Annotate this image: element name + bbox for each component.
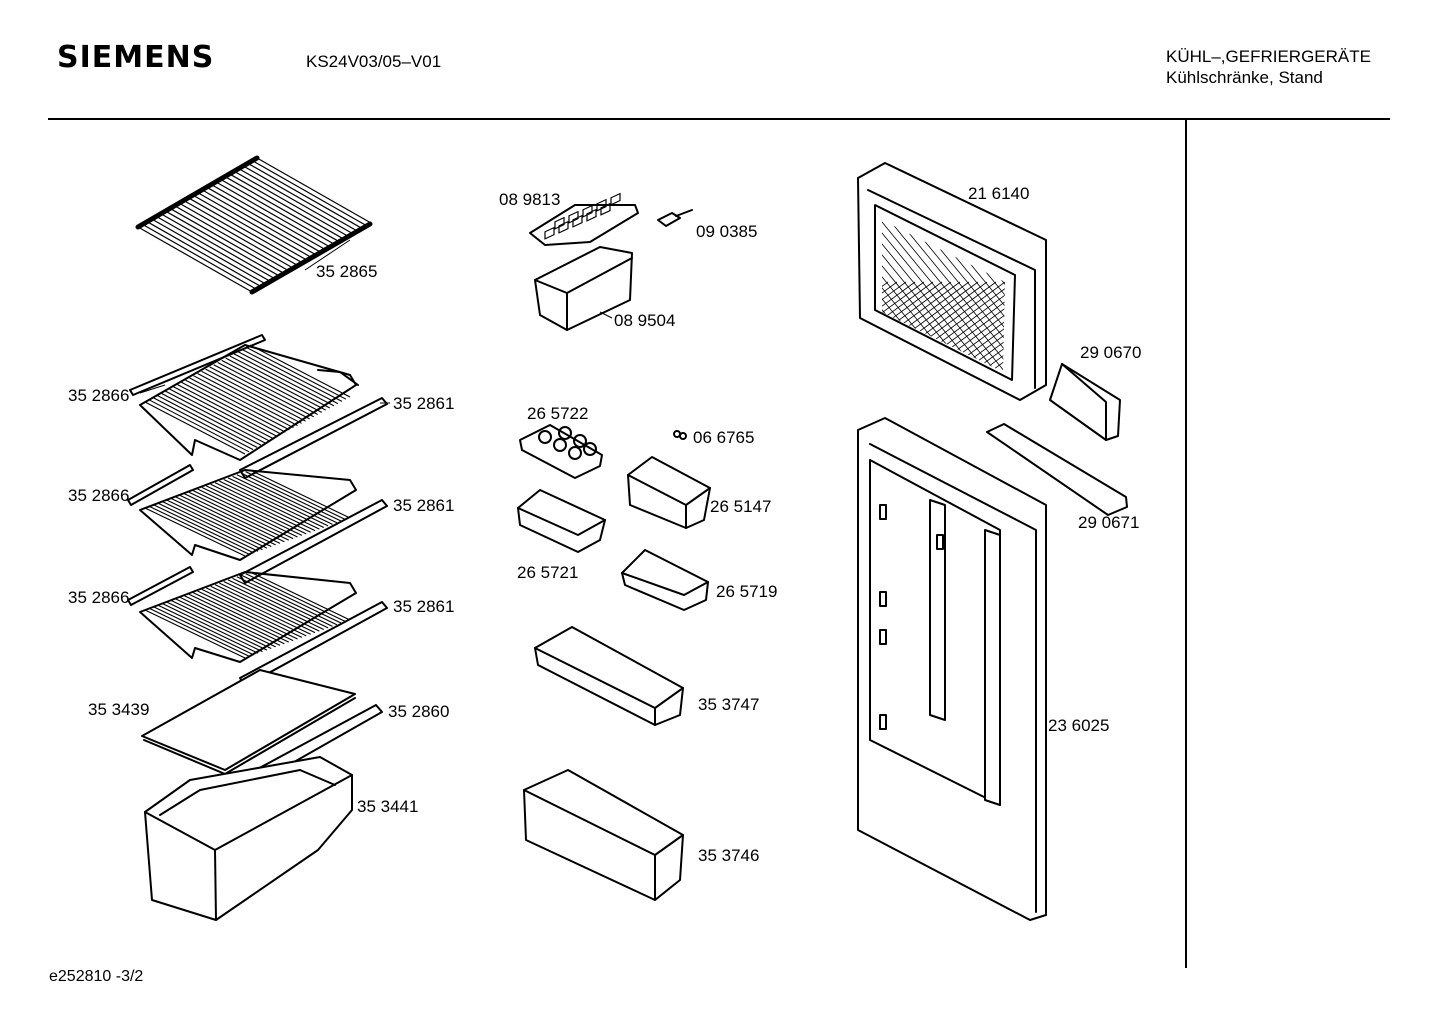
part-label-236025: 23 6025 [1048, 716, 1110, 735]
part-label-352866-middle: 35 2866 [68, 486, 130, 505]
part-label-352861-bottom: 35 2861 [393, 597, 455, 616]
egg-tray-265722 [519, 424, 603, 479]
part-label-352860: 35 2860 [388, 702, 450, 721]
trim-cover-290671 [986, 423, 1128, 516]
part-label-352866-top: 35 2866 [68, 386, 130, 405]
part-label-089813: 08 9813 [499, 190, 561, 209]
part-label-353746: 35 3746 [698, 846, 760, 865]
category-title: KÜHL–,GEFRIERGERÄTE [1166, 47, 1371, 66]
shelf-frame-352866-bottom [127, 566, 357, 663]
clip-066765 [673, 430, 687, 440]
part-label-352861-middle: 35 2861 [393, 496, 455, 515]
model-number: KS24V03/05–V01 [306, 52, 442, 71]
small-bin-265719 [621, 549, 709, 611]
part-label-066765: 06 6765 [693, 428, 755, 447]
hinge-cover-290670 [1049, 363, 1121, 441]
crisper-drawer-353441 [144, 756, 353, 921]
part-label-265721: 26 5721 [517, 563, 579, 582]
part-label-353439: 35 3439 [88, 700, 150, 719]
trim-strip-352861-top [239, 397, 388, 479]
part-label-353747: 35 3747 [698, 695, 760, 714]
ice-scraper-090385 [657, 209, 693, 227]
part-label-352865: 35 2865 [316, 262, 378, 281]
brand-logo: SIEMENS [57, 40, 215, 75]
part-label-353441: 35 3441 [357, 797, 419, 816]
part-label-352861-top: 35 2861 [393, 394, 455, 413]
shelf-frame-352866-middle [127, 464, 357, 561]
door-shelf-353747 [534, 626, 684, 726]
part-label-090385: 09 0385 [696, 222, 758, 241]
butter-lid-265147 [627, 456, 711, 529]
category-subtitle: Kühlschränke, Stand [1166, 68, 1323, 87]
part-label-352866-bottom: 35 2866 [68, 588, 130, 607]
part-label-265719: 26 5719 [716, 582, 778, 601]
door-shelf-353746 [523, 769, 684, 901]
header-divider [48, 118, 1390, 120]
freezer-door-216140 [857, 162, 1047, 401]
drawing-code: e252810 -3/2 [49, 968, 144, 985]
small-bin-265721 [517, 489, 606, 553]
part-label-290671: 29 0671 [1078, 513, 1140, 532]
leader-lines [139, 239, 613, 404]
ice-tray-089813 [529, 192, 639, 246]
side-divider [1185, 118, 1187, 968]
shelf-frame-352866-top [129, 334, 359, 461]
part-label-089504: 08 9504 [614, 311, 676, 330]
fridge-door-236025 [857, 417, 1047, 921]
wire-shelf-352865 [135, 155, 373, 295]
storage-box-089504 [534, 246, 633, 331]
part-label-265722: 26 5722 [527, 404, 589, 423]
part-label-216140: 21 6140 [968, 184, 1030, 203]
part-label-265147: 26 5147 [710, 497, 772, 516]
part-label-290670: 29 0670 [1080, 343, 1142, 362]
